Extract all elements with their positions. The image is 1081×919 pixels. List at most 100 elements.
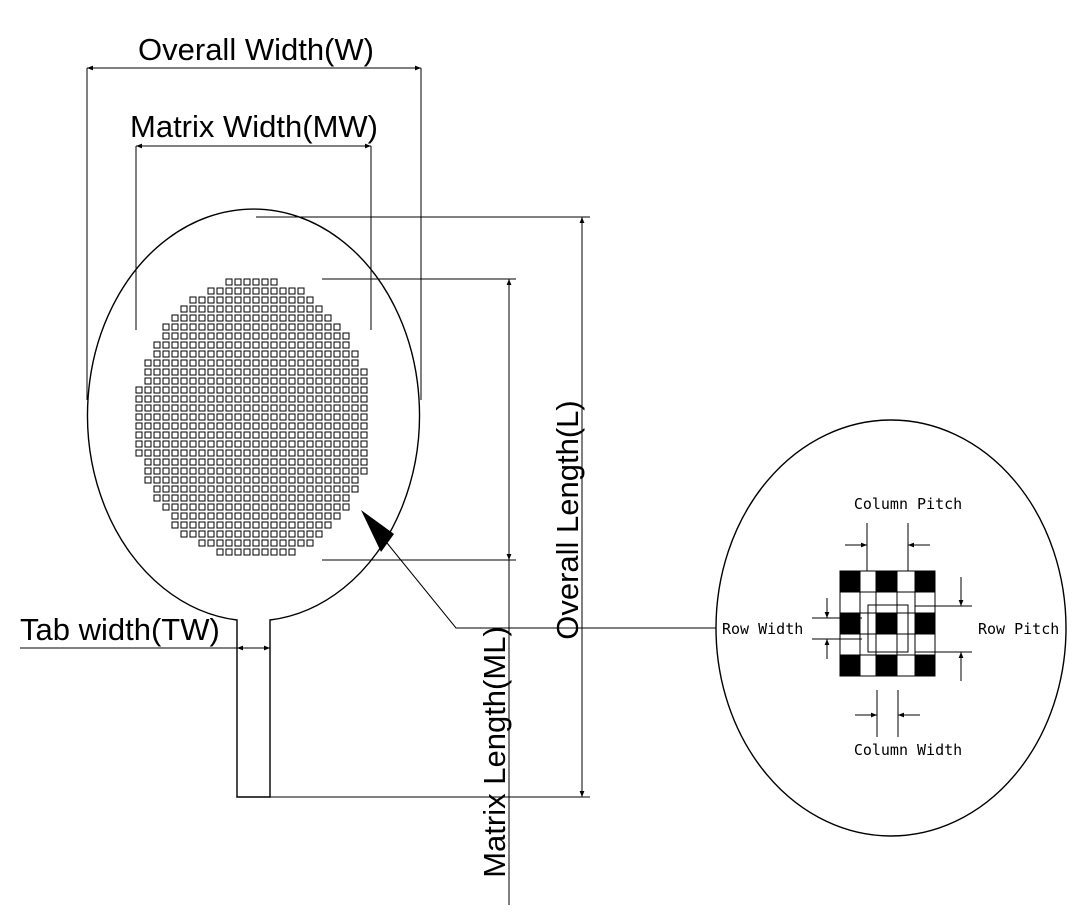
electrode-cell xyxy=(279,548,287,556)
electrode-cell xyxy=(288,404,296,412)
detail-grid-cell xyxy=(839,570,861,593)
electrode-cell xyxy=(225,377,233,385)
electrode-cell xyxy=(279,332,287,340)
electrode-cell xyxy=(288,359,296,367)
electrode-cell xyxy=(171,323,179,331)
electrode-cell xyxy=(297,530,305,538)
electrode-cell xyxy=(324,485,332,493)
detail-grid-cell xyxy=(859,570,877,593)
electrode-cell xyxy=(171,440,179,448)
electrode-cell xyxy=(198,422,206,430)
electrode-cell xyxy=(225,458,233,466)
electrode-cell xyxy=(189,413,197,421)
electrode-cell xyxy=(225,386,233,394)
electrode-cell xyxy=(333,395,341,403)
electrode-cell xyxy=(225,467,233,475)
detail-grid-cell xyxy=(896,570,916,593)
tab-width-dimension: Tab width(TW) xyxy=(20,612,270,651)
electrode-cell xyxy=(324,440,332,448)
electrode-cell xyxy=(252,341,260,349)
electrode-cell xyxy=(306,422,314,430)
electrode-cell xyxy=(252,512,260,520)
electrode-cell xyxy=(216,386,224,394)
electrode-cell xyxy=(261,548,269,556)
electrode-cell xyxy=(315,359,323,367)
electrode-cell xyxy=(225,350,233,358)
electrode-cell xyxy=(198,305,206,313)
electrode-cell xyxy=(171,431,179,439)
detail-grid-cell xyxy=(914,591,936,614)
electrode-cell xyxy=(171,485,179,493)
electrode-cell xyxy=(306,413,314,421)
electrode-cell xyxy=(144,359,152,367)
electrode-cell xyxy=(171,467,179,475)
electrode-cell xyxy=(189,332,197,340)
electrode-cell xyxy=(261,440,269,448)
electrode-cell xyxy=(279,458,287,466)
electrode-cell xyxy=(153,449,161,457)
electrode-cell xyxy=(207,539,215,547)
electrode-cell xyxy=(351,458,359,466)
electrode-cell xyxy=(270,332,278,340)
electrode-cell xyxy=(144,449,152,457)
electrode-cell xyxy=(216,314,224,322)
electrode-cell xyxy=(333,332,341,340)
electrode-cell xyxy=(234,476,242,484)
electrode-cell xyxy=(297,413,305,421)
electrode-cell xyxy=(171,350,179,358)
electrode-cell xyxy=(333,404,341,412)
electrode-cell xyxy=(360,449,368,457)
electrode-cell xyxy=(162,359,170,367)
electrode-cell xyxy=(234,539,242,547)
electrode-cell xyxy=(180,314,188,322)
electrode-cell xyxy=(189,494,197,502)
electrode-cell xyxy=(306,350,314,358)
electrode-cell xyxy=(342,422,350,430)
electrode-cell xyxy=(342,341,350,349)
electrode-cell xyxy=(306,323,314,331)
electrode-cell xyxy=(324,422,332,430)
electrode-cell xyxy=(198,512,206,520)
electrode-cell xyxy=(324,521,332,529)
electrode-cell xyxy=(279,314,287,322)
electrode-cell xyxy=(234,296,242,304)
electrode-cell xyxy=(171,395,179,403)
electrode-cell xyxy=(288,485,296,493)
electrode-cell xyxy=(243,422,251,430)
electrode-cell xyxy=(252,467,260,475)
electrode-cell xyxy=(270,458,278,466)
electrode-cell xyxy=(198,314,206,322)
electrode-cell xyxy=(225,431,233,439)
electrode-cell xyxy=(243,494,251,502)
electrode-cell xyxy=(171,422,179,430)
electrode-cell xyxy=(207,440,215,448)
electrode-cell xyxy=(324,395,332,403)
electrode-cell xyxy=(315,530,323,538)
electrode-cell xyxy=(216,368,224,376)
electrode-cell xyxy=(180,449,188,457)
electrode-cell xyxy=(261,494,269,502)
electrode-cell xyxy=(279,413,287,421)
electrode-cell xyxy=(252,296,260,304)
electrode-cell xyxy=(162,341,170,349)
electrode-cell xyxy=(243,395,251,403)
electrode-cell xyxy=(288,296,296,304)
electrode-cell xyxy=(252,494,260,502)
electrode-cell xyxy=(279,503,287,511)
electrode-cell xyxy=(234,485,242,493)
electrode-cell xyxy=(144,431,152,439)
electrode-cell xyxy=(297,449,305,457)
electrode-cell xyxy=(198,521,206,529)
electrode-cell xyxy=(189,368,197,376)
electrode-cell xyxy=(189,305,197,313)
electrode-cell xyxy=(306,332,314,340)
electrode-cell xyxy=(342,458,350,466)
electrode-cell xyxy=(252,548,260,556)
electrode-cell xyxy=(252,359,260,367)
electrode-cell xyxy=(342,431,350,439)
electrode-cell xyxy=(306,296,314,304)
electrode-cell xyxy=(225,530,233,538)
electrode-cell xyxy=(261,296,269,304)
electrode-cell xyxy=(297,332,305,340)
electrode-cell xyxy=(144,440,152,448)
